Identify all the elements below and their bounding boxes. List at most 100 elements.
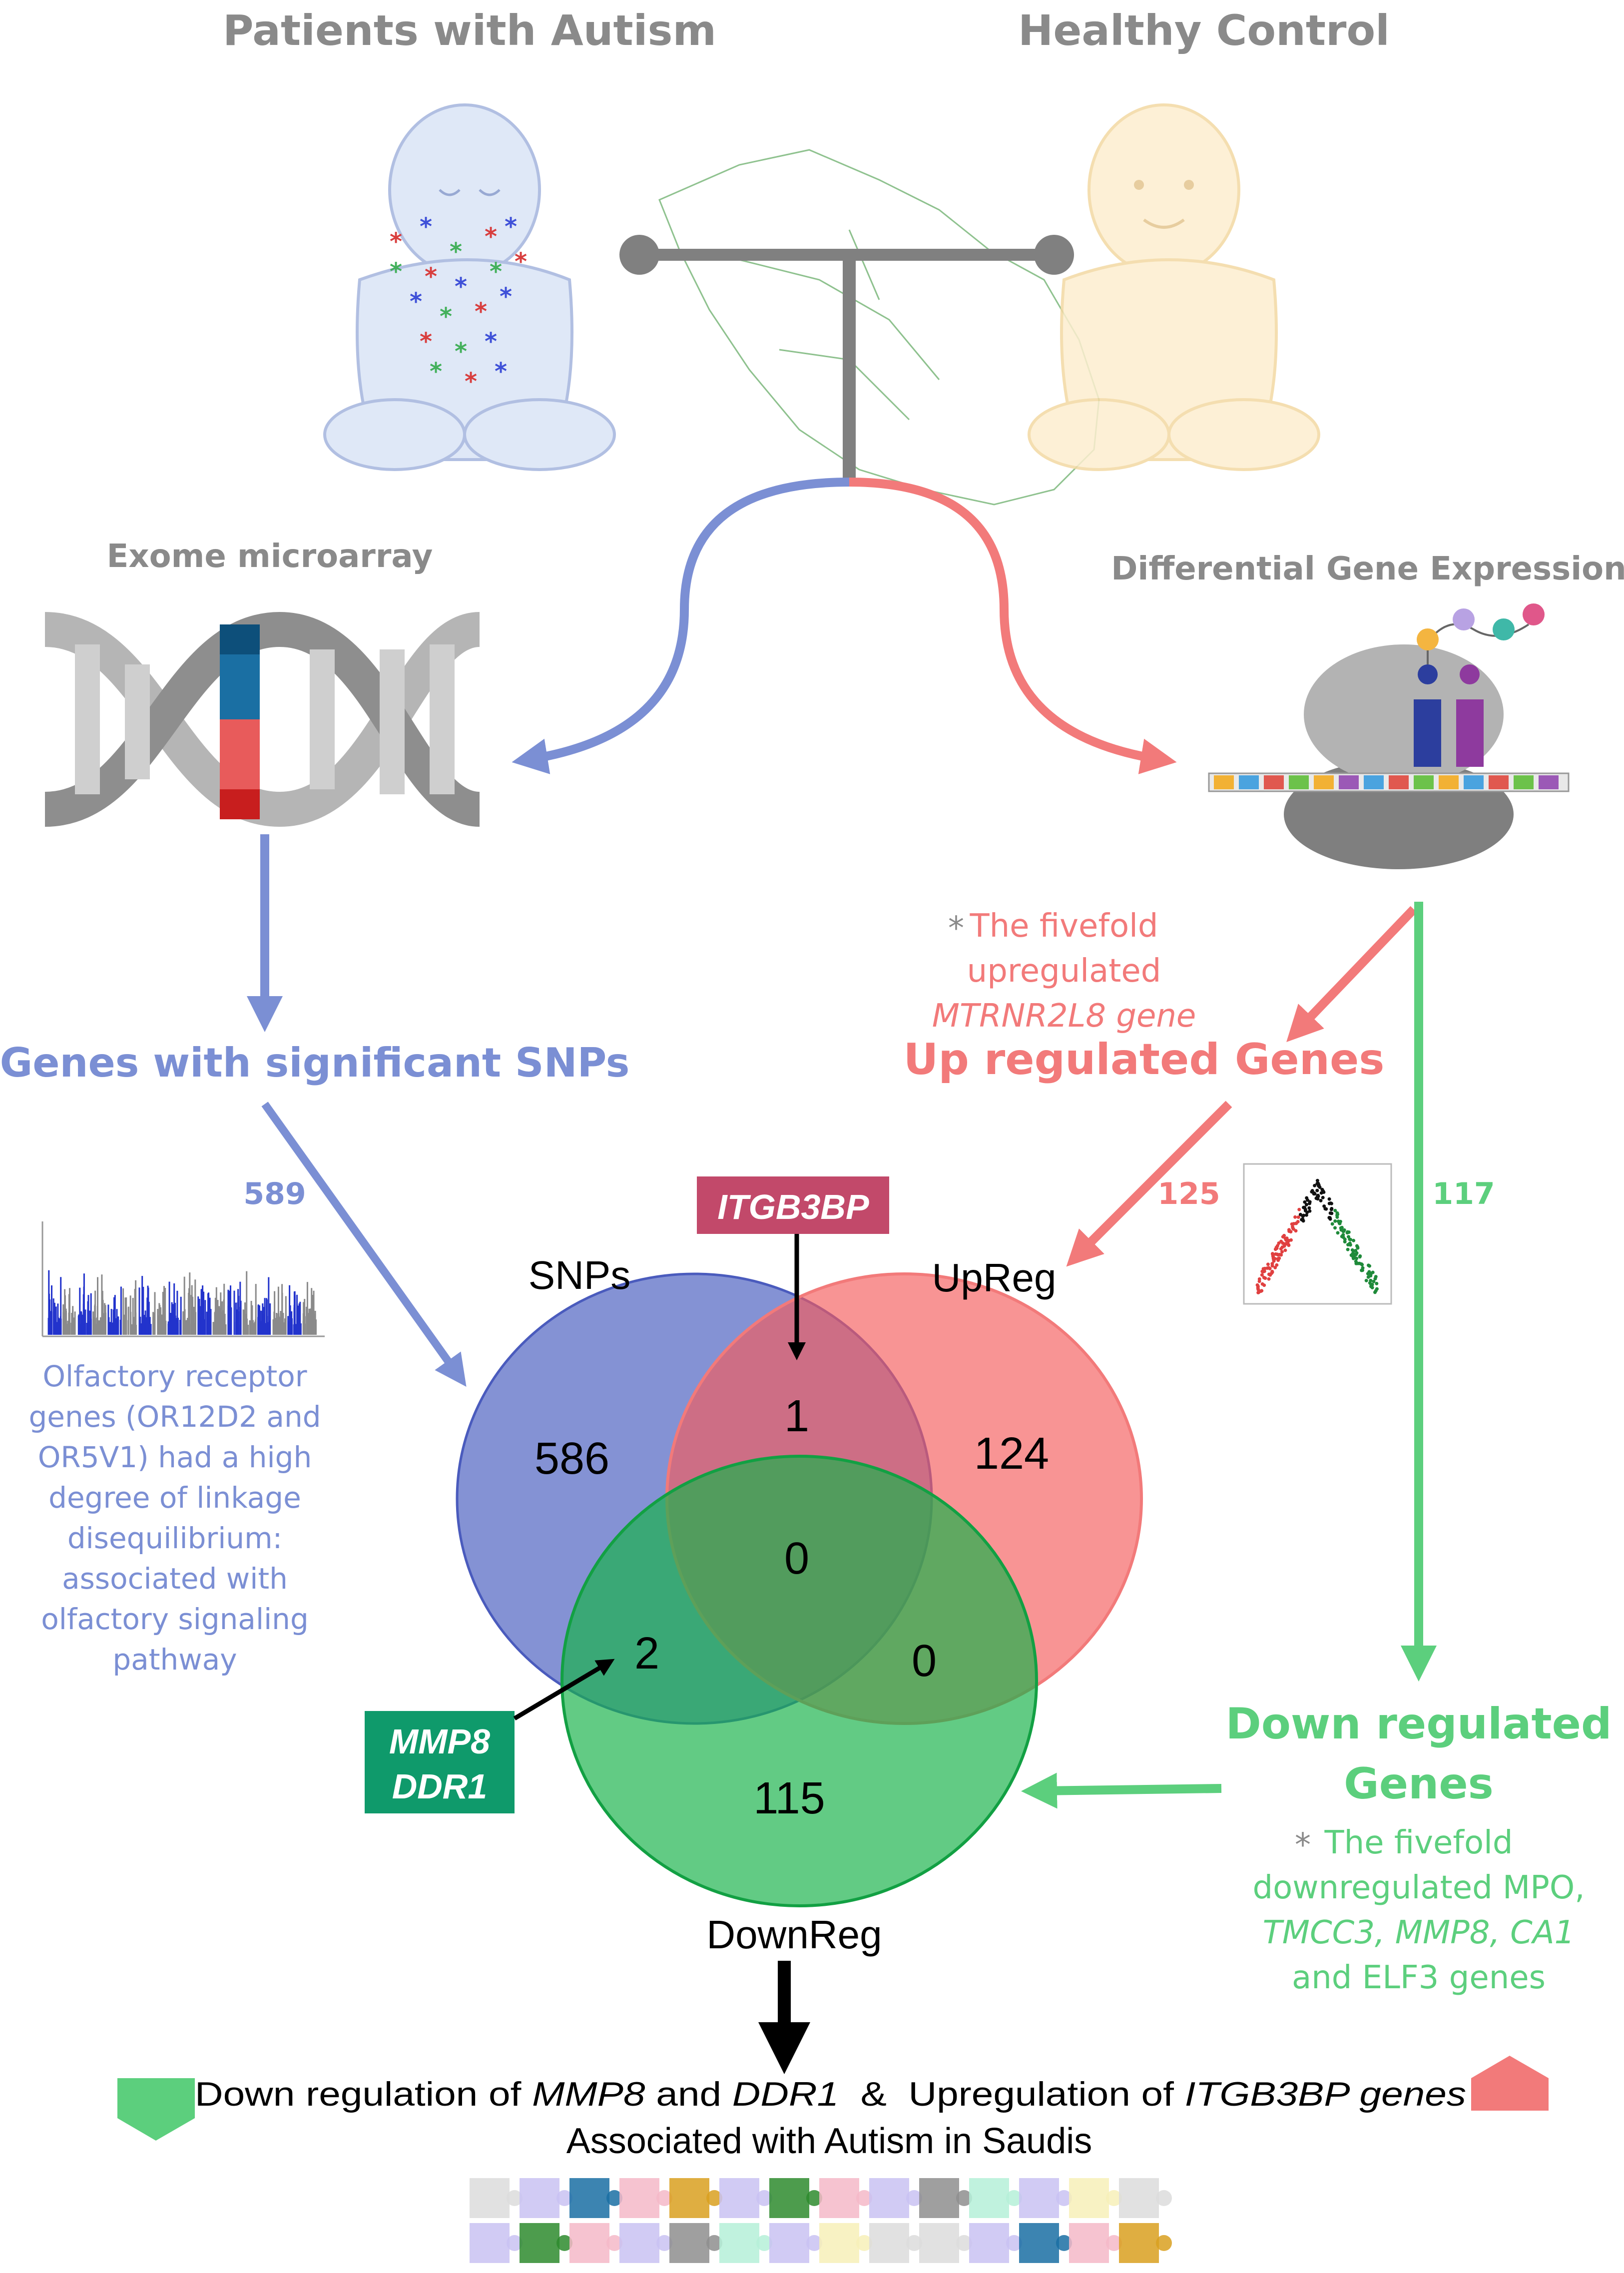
manhattan-mark — [314, 1310, 316, 1335]
svg-text:*: * — [420, 328, 432, 356]
down-note: The fivefold downregulated MPO, TMCC3, M… — [1252, 1824, 1585, 1996]
manhattan-mark — [68, 1312, 70, 1335]
manhattan-mark — [65, 1310, 67, 1335]
manhattan-mark — [51, 1285, 52, 1335]
volcano-mark — [1260, 1273, 1264, 1277]
manhattan-mark — [159, 1305, 161, 1335]
snp-to-venn-arrow — [261, 1102, 467, 1387]
manhattan-mark — [242, 1309, 244, 1335]
manhattan-mark — [52, 1298, 54, 1335]
manhattan-mark — [176, 1321, 178, 1335]
manhattan-mark — [93, 1317, 95, 1335]
manhattan-mark — [120, 1286, 122, 1335]
manhattan-mark — [48, 1270, 50, 1335]
volcano-mark — [1322, 1204, 1326, 1208]
manhattan-mark — [162, 1291, 164, 1335]
manhattan-mark — [296, 1304, 298, 1335]
svg-text:*: * — [390, 228, 402, 256]
manhattan-mark — [195, 1312, 196, 1335]
manhattan-mark — [204, 1300, 206, 1335]
mmp8-callout-text: MMP8 — [389, 1722, 490, 1761]
volcano-plot-icon — [1243, 1163, 1392, 1305]
manhattan-mark — [88, 1321, 90, 1335]
manhattan-mark — [278, 1315, 280, 1335]
patients-title: Patients with Autism — [223, 6, 716, 55]
manhattan-mark — [111, 1325, 113, 1335]
manhattan-mark — [247, 1324, 249, 1335]
control-title: Healthy Control — [1018, 6, 1390, 55]
manhattan-mark — [182, 1311, 184, 1335]
manhattan-mark — [192, 1296, 194, 1335]
manhattan-mark — [129, 1295, 131, 1335]
manhattan-mark — [59, 1318, 60, 1335]
manhattan-mark — [250, 1320, 252, 1335]
volcano-mark — [1273, 1265, 1277, 1269]
volcano-mark — [1293, 1215, 1297, 1219]
manhattan-mark — [161, 1314, 163, 1335]
manhattan-mark — [62, 1304, 64, 1335]
manhattan-mark — [146, 1324, 148, 1335]
down-pentagon-icon — [117, 2078, 195, 2141]
manhattan-mark — [92, 1321, 94, 1335]
manhattan-mark — [212, 1322, 214, 1335]
volcano-mark — [1342, 1228, 1346, 1232]
venn-region-snps-down: 2 — [634, 1629, 659, 1679]
volcano-mark — [1303, 1200, 1307, 1204]
manhattan-mark — [208, 1292, 210, 1335]
manhattan-mark — [246, 1271, 248, 1335]
conclusion-gene-itgb3bp: ITGB3BP genes — [1185, 2075, 1466, 2113]
svg-text:*: * — [515, 248, 527, 276]
volcano-mark — [1287, 1228, 1291, 1232]
manhattan-mark — [274, 1301, 276, 1335]
manhattan-mark — [281, 1292, 283, 1335]
manhattan-mark — [184, 1309, 186, 1335]
manhattan-mark — [122, 1288, 124, 1335]
manhattan-mark — [310, 1308, 312, 1335]
manhattan-mark — [294, 1291, 296, 1335]
volcano-mark — [1321, 1195, 1325, 1199]
manhattan-mark — [127, 1320, 129, 1335]
manhattan-mark — [264, 1298, 266, 1335]
manhattan-mark — [172, 1304, 174, 1335]
down-genes-title-line: Down regulated — [1225, 1699, 1612, 1749]
saudi-map-icon — [658, 149, 1100, 506]
volcano-mark — [1297, 1207, 1301, 1211]
svg-text:*: * — [455, 338, 467, 366]
volcano-mark — [1321, 1189, 1325, 1193]
dge-to-up-arrow — [1286, 906, 1417, 1042]
manhattan-mark — [297, 1305, 299, 1335]
manhattan-mark — [135, 1312, 137, 1335]
manhattan-mark — [312, 1299, 314, 1335]
manhattan-mark — [176, 1290, 178, 1335]
manhattan-mark — [113, 1310, 115, 1335]
down-genes-title-line: Genes — [1344, 1759, 1494, 1809]
manhattan-mark — [250, 1301, 252, 1335]
manhattan-mark — [213, 1323, 215, 1335]
volcano-mark — [1289, 1238, 1293, 1242]
venn-label-snps: SNPs — [529, 1253, 631, 1297]
venn-circle-downreg — [560, 1455, 1038, 1907]
puzzle-piece — [819, 2178, 872, 2263]
dge-title: Differential Gene Expression — [1111, 551, 1624, 587]
svg-text:*: * — [465, 368, 477, 396]
volcano-mark — [1337, 1221, 1341, 1225]
venn-region-down-only: 115 — [753, 1773, 825, 1823]
manhattan-mark — [101, 1274, 103, 1335]
connector — [619, 235, 1074, 480]
venn-diagram — [456, 1272, 1143, 1907]
manhattan-mark — [122, 1321, 124, 1335]
manhattan-mark — [304, 1323, 306, 1335]
manhattan-mark — [228, 1323, 230, 1335]
svg-text:*: * — [485, 223, 497, 251]
manhattan-mark — [288, 1321, 290, 1335]
manhattan-mark — [183, 1276, 185, 1335]
snp-note-line: Olfactory receptor — [42, 1359, 307, 1393]
volcano-mark — [1358, 1255, 1362, 1259]
volcano-mark — [1290, 1222, 1294, 1226]
conclusion-line-2: Associated with Autism in Saudis — [566, 2121, 1092, 2161]
manhattan-mark — [80, 1324, 82, 1335]
up-note-line: The fivefold — [969, 908, 1158, 945]
manhattan-mark — [87, 1309, 89, 1335]
manhattan-mark — [159, 1322, 161, 1335]
volcano-mark — [1313, 1183, 1317, 1187]
